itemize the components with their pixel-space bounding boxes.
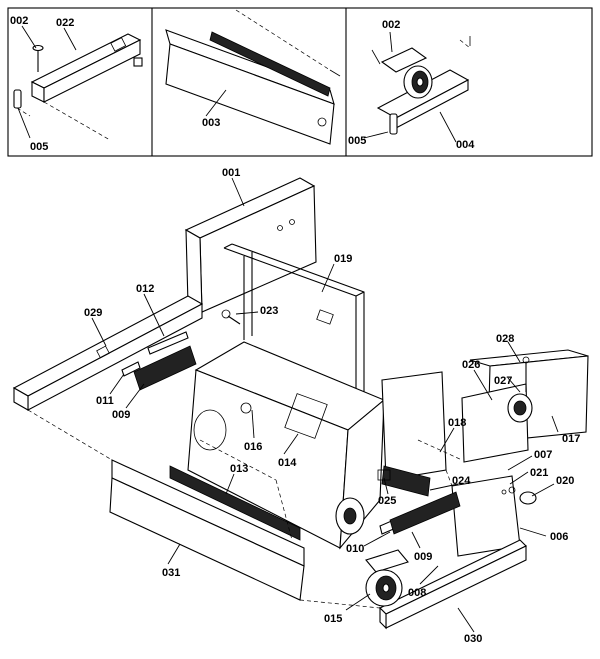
label-030: 030 [464, 633, 482, 645]
label-016: 016 [244, 441, 262, 453]
label-018: 018 [448, 417, 466, 429]
label-024: 024 [452, 475, 471, 487]
label-010: 010 [346, 543, 364, 555]
label-009-right: 009 [414, 551, 432, 563]
label-004: 004 [456, 139, 475, 151]
label-003: 003 [202, 117, 220, 129]
inset-c-drawing [371, 36, 471, 135]
label-002-inset-a: 002 [10, 15, 28, 27]
inset-a-drawing [13, 33, 143, 141]
label-014: 014 [278, 457, 297, 469]
label-005-inset-c: 005 [348, 135, 366, 147]
label-020: 020 [556, 475, 574, 487]
label-025: 025 [378, 495, 396, 507]
label-013: 013 [230, 463, 248, 475]
label-007: 007 [534, 449, 552, 461]
label-031: 031 [162, 567, 180, 579]
label-017: 017 [562, 433, 580, 445]
label-015: 015 [324, 613, 342, 625]
label-027: 027 [494, 375, 512, 387]
label-009-left: 009 [112, 409, 130, 421]
label-005-inset-a: 005 [30, 141, 48, 153]
label-022: 022 [56, 17, 74, 29]
label-029: 029 [84, 307, 102, 319]
inset-frames [7, 7, 593, 157]
label-021: 021 [530, 467, 548, 479]
label-008: 008 [408, 587, 426, 599]
label-012: 012 [136, 283, 154, 295]
inset-border [7, 7, 593, 157]
label-011: 011 [96, 395, 114, 407]
callout-labels: 002 022 005 003 002 005 004 001 019 012 … [10, 15, 580, 645]
label-001: 001 [222, 167, 240, 179]
label-023: 023 [260, 305, 278, 317]
main-frame-drawing [12, 177, 589, 630]
label-002-inset-c: 002 [382, 19, 400, 31]
label-028: 028 [496, 333, 514, 345]
label-019: 019 [334, 253, 352, 265]
inset-b-drawing [165, 9, 341, 145]
leader-lines [17, 25, 559, 633]
label-006: 006 [550, 531, 568, 543]
label-026: 026 [462, 359, 480, 371]
